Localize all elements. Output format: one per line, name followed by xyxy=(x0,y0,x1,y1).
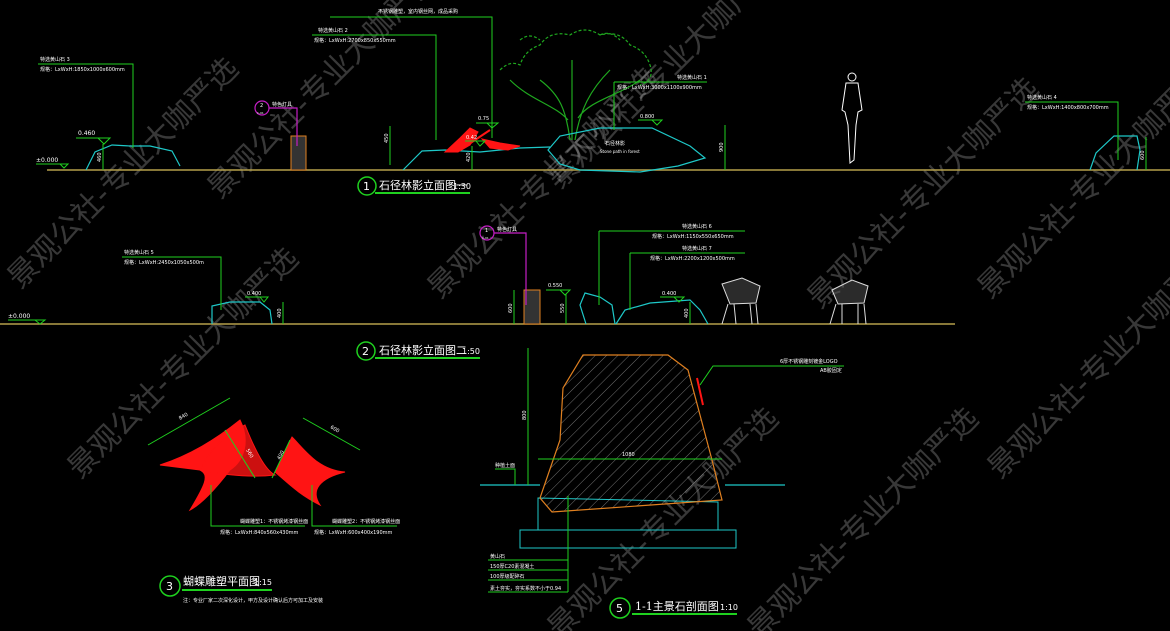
svg-text:规格：LxWxH:840x560x430mm: 规格：LxWxH:840x560x430mm xyxy=(220,529,299,536)
svg-text:规格：LxWxH:1150x550x650mm: 规格：LxWxH:1150x550x650mm xyxy=(652,233,734,240)
svg-text:600: 600 xyxy=(508,303,514,313)
svg-text:蝴蝶雕塑2：不锈钢烤漆钢丝面: 蝴蝶雕塑2：不锈钢烤漆钢丝面 xyxy=(332,518,400,525)
elevation-2: ±0.000 特选黄山石 5 规格：LxWxH:2450x1050x500m 0… xyxy=(0,223,955,361)
lamp-label: 特色灯具 xyxy=(272,101,292,108)
stone-6 xyxy=(579,292,616,325)
stone-2 xyxy=(402,146,551,171)
svg-text:400: 400 xyxy=(684,308,690,318)
stone-7 xyxy=(615,299,709,325)
svg-text:450: 450 xyxy=(384,133,390,143)
svg-text:规格：LxWxH:2200x1200x500mm: 规格：LxWxH:2200x1200x500mm xyxy=(650,255,735,262)
lamp xyxy=(523,289,541,325)
svg-text:规格：LxWxH:2450x1050x500m: 规格：LxWxH:2450x1050x500m xyxy=(124,259,204,266)
stone-3-spec: 规格：LxWxH:1850x1000x600mm xyxy=(40,66,125,73)
svg-text:规格：LxWxH:3000x1100x900mm: 规格：LxWxH:3000x1100x900mm xyxy=(617,84,702,91)
svg-text:800: 800 xyxy=(522,410,528,420)
svg-text:特选黄山石 4: 特选黄山石 4 xyxy=(1027,94,1057,101)
elevation-1: ±0.000 0.460 460 特选黄山石 3 规格：LxWxH:1850x1… xyxy=(36,8,1170,196)
svg-text:100厚级配碎石: 100厚级配碎石 xyxy=(490,573,525,580)
svg-text:1:50: 1:50 xyxy=(462,347,480,356)
svg-text:6厚不锈钢雕刻镀金LOGO: 6厚不锈钢雕刻镀金LOGO xyxy=(780,358,838,365)
butterfly-2 xyxy=(274,436,346,507)
butterfly-sculpture xyxy=(443,127,479,153)
svg-text:560: 560 xyxy=(244,448,254,459)
svg-text:Stone path in forest: Stone path in forest xyxy=(600,149,640,154)
svg-text:550: 550 xyxy=(560,303,566,313)
svg-text:黄山石: 黄山石 xyxy=(490,553,505,560)
stone-engraving: 石径林影 xyxy=(605,140,625,147)
svg-text:420: 420 xyxy=(466,152,472,162)
svg-text:特选黄山石 5: 特选黄山石 5 xyxy=(124,249,154,256)
svg-text:特色灯具: 特色灯具 xyxy=(497,226,517,233)
svg-text:0.400: 0.400 xyxy=(247,291,261,297)
svg-text:2: 2 xyxy=(362,345,369,358)
svg-text:600: 600 xyxy=(329,425,340,435)
butterfly-plan: 840 560 400 600 蝴蝶雕塑1：不锈钢烤漆钢丝面 规格：LxWxH:… xyxy=(147,397,400,604)
chair xyxy=(829,279,869,325)
svg-text:1: 1 xyxy=(363,180,370,193)
svg-text:3: 3 xyxy=(166,580,173,593)
svg-text:460: 460 xyxy=(97,152,103,162)
svg-text:规格：LxWxH:1400x800x700mm: 规格：LxWxH:1400x800x700mm xyxy=(1027,104,1109,111)
sculpture-note: 不锈钢雕塑，室内钢丝网，成品采购 xyxy=(378,8,458,15)
svg-text:蝴蝶雕塑1：不锈钢烤漆钢丝面: 蝴蝶雕塑1：不锈钢烤漆钢丝面 xyxy=(240,518,308,525)
svg-text:0.400: 0.400 xyxy=(662,291,676,297)
svg-text:150厚C20素混凝土: 150厚C20素混凝土 xyxy=(490,563,534,570)
tree xyxy=(499,29,652,141)
drawing-title-1: 石径林影立面图一 xyxy=(379,178,467,192)
logo-plate xyxy=(696,377,704,406)
svg-text:0.42: 0.42 xyxy=(466,135,477,141)
chair xyxy=(721,277,761,325)
svg-text:600: 600 xyxy=(1140,150,1146,160)
drawing-title-2: 石径林影立面图二 xyxy=(379,343,467,357)
svg-text:900: 900 xyxy=(719,142,725,152)
watermark: 景观公社-专业大咖严选 xyxy=(541,0,786,196)
svg-text:规格：LxWxH:2700x850x550mm: 规格：LxWxH:2700x850x550mm xyxy=(314,37,396,44)
stone-1 xyxy=(547,127,707,173)
svg-text:1: 1 xyxy=(485,228,488,234)
svg-text:1:10: 1:10 xyxy=(720,603,738,612)
butterfly-note: 注：专业厂家二次深化设计，甲方及设计确认后方可加工及安装 xyxy=(183,597,323,604)
svg-text:2: 2 xyxy=(260,103,263,109)
stone-3-label: 特选黄山石 3 xyxy=(40,56,70,63)
svg-text:1:30: 1:30 xyxy=(453,182,471,191)
drawing-title-5: 1-1主景石剖面图 xyxy=(635,599,719,613)
title-number-circle xyxy=(357,176,377,196)
svg-text:840: 840 xyxy=(178,412,189,422)
svg-text:0.75: 0.75 xyxy=(478,116,489,122)
drawing-title-3: 蝴蝶雕塑平面图 xyxy=(183,574,260,588)
main-stone-section xyxy=(539,354,723,513)
svg-text:0.550: 0.550 xyxy=(548,283,562,289)
watermark: 景观公社-专业大咖严选 xyxy=(61,241,306,486)
svg-text:种植土面: 种植土面 xyxy=(495,462,515,469)
svg-text:400: 400 xyxy=(276,450,285,461)
stone-3 xyxy=(85,144,181,171)
svg-text:AB胶固定: AB胶固定 xyxy=(820,367,842,374)
watermark: 景观公社-专业大咖严选 xyxy=(741,401,986,631)
svg-text:1:15: 1:15 xyxy=(254,578,272,587)
lamp xyxy=(290,135,307,171)
svg-text:1-01: 1-01 xyxy=(482,236,489,240)
butterfly-sculpture xyxy=(480,138,521,151)
svg-text:特选黄山石 6: 特选黄山石 6 xyxy=(682,223,712,230)
svg-text:±0.000: ±0.000 xyxy=(8,313,30,320)
stone-5 xyxy=(211,301,273,325)
stone-4 xyxy=(1089,135,1141,171)
person-figure xyxy=(841,72,863,164)
section-1-1: 800 1080 6厚不锈钢雕刻镀金LOGO AB胶固定 种植土面 黄山石 15… xyxy=(480,348,844,619)
svg-text:特选黄山石 7: 特选黄山石 7 xyxy=(682,245,712,252)
svg-text:5: 5 xyxy=(616,602,623,615)
svg-text:400: 400 xyxy=(277,308,283,318)
svg-text:规格：LxWxH:600x400x190mm: 规格：LxWxH:600x400x190mm xyxy=(314,529,393,536)
svg-text:特选黄山石 2: 特选黄山石 2 xyxy=(318,27,348,34)
svg-text:特选黄山石 1: 特选黄山石 1 xyxy=(677,74,707,81)
svg-text:1-01: 1-01 xyxy=(257,111,264,115)
level-mark: 0.460 xyxy=(78,130,95,137)
svg-text:0.800: 0.800 xyxy=(640,114,654,120)
level-mark: ±0.000 xyxy=(36,157,58,164)
svg-text:1080: 1080 xyxy=(622,452,635,458)
svg-text:素土夯实，夯实系数不小于0.94: 素土夯实，夯实系数不小于0.94 xyxy=(490,585,561,592)
